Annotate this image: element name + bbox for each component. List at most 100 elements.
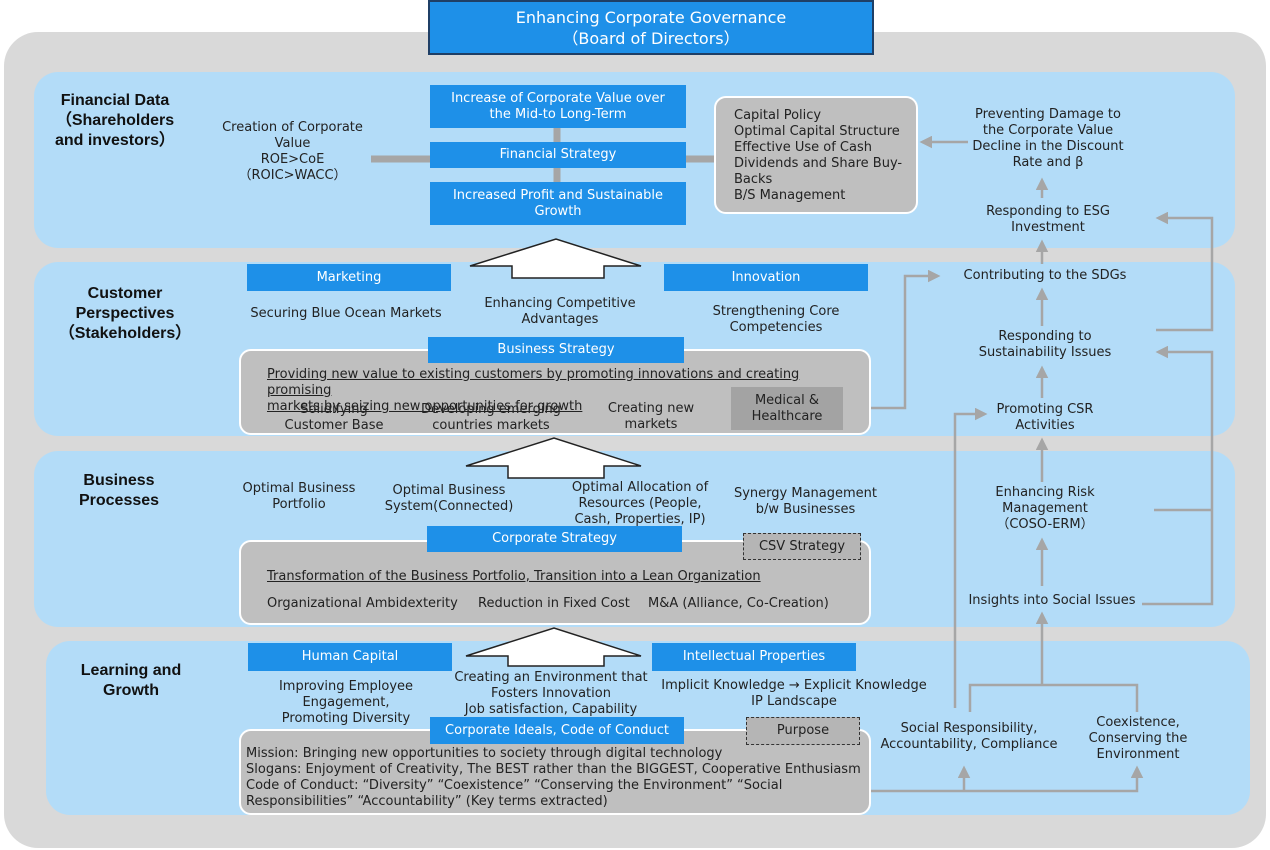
risk-management-text: Enhancing Risk Management （COSO-ERM） [975,485,1115,533]
insights-social-issues-text: Insights into Social Issues [968,593,1136,608]
persp-line: Customer [87,285,163,302]
persp-line: Growth [103,682,159,699]
persp-line: （Shareholders [55,112,175,129]
text-line: Responding to [998,329,1092,344]
implicit-knowledge-text: Implicit Knowledge → Explicit Knowledge … [654,678,934,710]
text-line: Coexistence, [1096,715,1180,730]
text-line: Synergy Management [733,486,877,501]
creating-new-markets-text: Creating new markets [595,401,707,433]
text-line: b/w Businesses [755,502,856,517]
csv-strategy-tag: CSV Strategy [743,533,861,560]
mission-text: Mission: Bringing new opportunities to s… [246,746,870,810]
perspective-financial: Financial Data （Shareholders and investo… [40,91,190,151]
perspective-business: Business Processes [44,471,194,511]
text-line: Optimal Business [242,481,356,496]
text-line: Value [274,136,311,151]
arrow-ideals-to-coexistence [840,765,1144,793]
corporate-strategy-label: Corporate Strategy [427,526,682,552]
text-line: Engagement, [302,695,390,710]
text-line: Decline in the Discount [972,139,1124,154]
text-line: Creating new [607,401,695,416]
title-line-1: Enhancing Corporate Governance [515,8,787,27]
optimal-portfolio-text: Optimal Business Portfolio [228,481,370,513]
text-line: Capital Policy [734,108,822,123]
financial-strategy-box: Financial Strategy [430,142,686,168]
text-line: Effective Use of Cash [734,140,872,155]
text-line: Dividends and Share Buy- [734,156,903,171]
perspective-learning: Learning and Growth [56,661,206,701]
ma-text: M&A (Alliance, Co-Creation) [648,596,829,611]
up-arrow-financial [469,238,642,279]
text-line: Advantages [521,312,599,327]
purpose-tag: Purpose [746,717,860,745]
optimal-allocation-text: Optimal Allocation of Resources (People,… [560,480,720,528]
persp-line: Perspectives [75,305,175,322]
text-line: Promoting CSR [996,402,1094,417]
creating-environment-text: Creating an Environment that Fosters Inn… [446,670,656,718]
text-line: markets [624,417,678,432]
text-line: Portfolio [272,497,326,512]
title-line-2: （Board of Directors） [562,29,740,48]
innovation-box: Innovation [664,264,868,291]
csr-activities-text: Promoting CSR Activities [975,402,1115,434]
text-line: Responsibilities” “Accountability” (Key … [246,794,608,809]
sdgs-text: Contributing to the SDGs [963,268,1127,283]
coexistence-text: Coexistence, Conserving the Environment [1076,715,1200,763]
text-line: Activities [1015,418,1075,433]
increase-corporate-value-box: Increase of Corporate Value over the Mid… [430,85,686,128]
up-arrow-business [465,627,642,667]
sustainability-issues-text: Responding to Sustainability Issues [955,329,1135,361]
text-line: Enhancing Risk [995,485,1095,500]
text-line: ROE>CoE [260,152,325,167]
improving-engagement-text: Improving Employee Engagement, Promoting… [266,679,426,727]
business-strategy-label: Business Strategy [428,337,684,363]
fixed-cost-text: Reduction in Fixed Cost [478,596,630,611]
text-line: the Mid-to Long-Term [489,106,627,122]
text-line: Social Responsibility, [900,721,1038,736]
text-line: Environment [1096,747,1180,762]
text-line: Conserving the [1088,731,1188,746]
persp-line: Processes [78,492,160,509]
text-line: （ROIC>WACC） [238,168,347,183]
human-capital-box: Human Capital [248,643,452,671]
competitive-advantages-text: Enhancing Competitive Advantages [460,296,660,328]
medical-healthcare-box: Medical & Healthcare [731,387,843,430]
providing-new-value-text: Providing new value to existing customer… [267,367,867,415]
text-line: Competencies [729,320,823,335]
text-line: Implicit Knowledge → Explicit Knowledge [661,678,927,693]
developing-markets-text: Developing emerging countries markets [410,402,572,434]
optimal-system-text: Optimal Business System(Connected) [378,483,520,515]
text-line: countries markets [432,418,550,433]
text-line: Slogans: Enjoyment of Creativity, The BE… [246,762,861,777]
text-line: Growth [534,203,582,219]
text-line: Optimal Allocation of [571,480,709,495]
text-line: Resources (People, [578,496,702,511]
persp-line: and investors） [54,132,176,149]
intellectual-properties-box: Intellectual Properties [652,643,856,671]
text-line: B/S Management [734,188,846,203]
text-line: Cash, Properties, IP) [574,512,706,527]
text-line: System(Connected) [384,499,514,514]
persp-line: Learning and [80,662,182,679]
branch-social-coexistence [968,683,1139,712]
text-line: Accountability, Compliance [880,737,1058,752]
text-line: Improving Employee [278,679,414,694]
text-line: Responding to ESG [986,204,1110,219]
ambidexterity-text: Organizational Ambidexterity [267,596,458,611]
text-line: Optimal Capital Structure [734,124,900,139]
text-line: Sustainability Issues [978,345,1112,360]
loop-to-sustainability [1142,345,1214,606]
text-line: Optimal Business [392,483,506,498]
text-line: Solidifying [300,402,368,417]
synergy-management-text: Synergy Management b/w Businesses [728,486,883,518]
text-line: Enhancing Competitive [484,296,636,311]
text-line: Backs [734,172,773,187]
arrow-social-to-csr [953,407,988,708]
text-line: Job satisfaction, Capability [464,702,638,717]
text-line: Increased Profit and Sustainable [452,187,664,203]
blue-ocean-text: Securing Blue Ocean Markets [250,306,442,321]
text-line: Promoting Diversity [281,711,411,726]
perspective-customer: Customer Perspectives （Stakeholders） [50,284,200,344]
esg-investment-text: Responding to ESG Investment [960,204,1136,236]
